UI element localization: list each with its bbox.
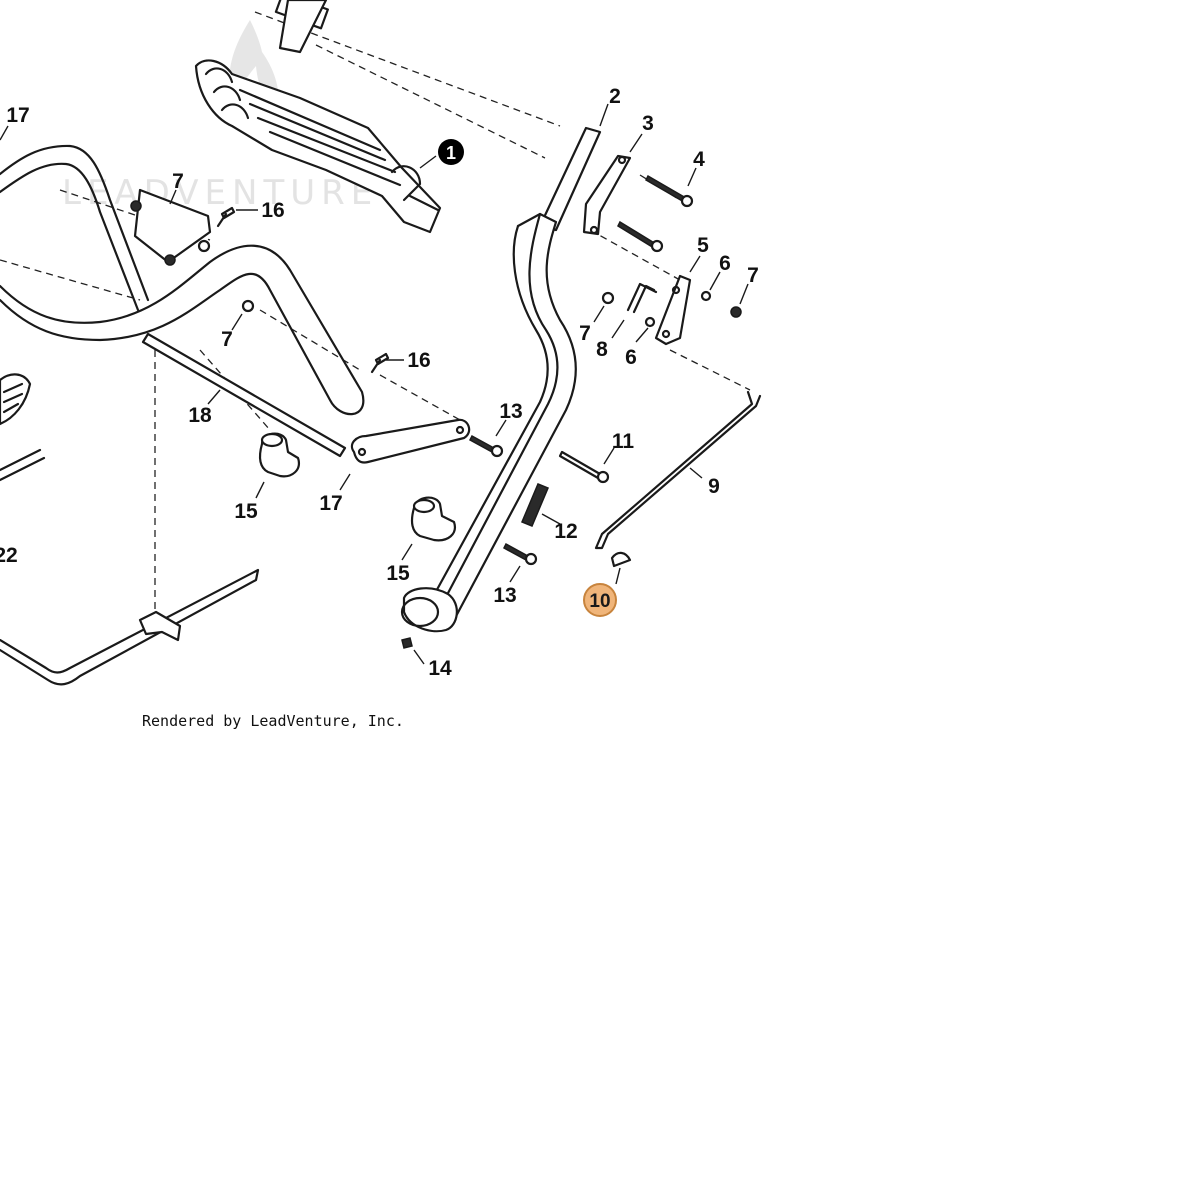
shift-rod-9 [594, 390, 762, 550]
plate-5 [654, 274, 692, 346]
callout-7d: 7 [747, 264, 759, 287]
callout-15b: 15 [386, 562, 410, 585]
bracket-3 [582, 154, 632, 236]
cotter-pin-10 [610, 551, 632, 568]
callout-16b: 16 [407, 349, 430, 372]
callout-18: 18 [188, 404, 212, 427]
callout-16a: 16 [261, 199, 284, 222]
callout-4: 4 [693, 148, 705, 171]
callout-3: 3 [642, 112, 654, 135]
callout-1: 1 [446, 143, 456, 163]
callout-10: 10 [589, 591, 610, 612]
callout-11: 11 [612, 430, 635, 453]
callout-6a: 6 [719, 252, 731, 275]
callout-14: 14 [428, 657, 452, 680]
link-bar [350, 418, 471, 464]
callout-9: 9 [708, 475, 720, 498]
callout-22: 22 [0, 544, 18, 567]
callout-17a: 17 [6, 104, 29, 127]
callout-12: 12 [554, 520, 577, 543]
callout-13b: 13 [493, 584, 516, 607]
handle-grip-assembly [194, 0, 442, 234]
lower-frame [0, 373, 260, 686]
callouts: 1 2 3 4 5 6 6 7 7 7 7 8 9 10 11 12 13 13… [0, 85, 759, 680]
watermark-text: LEADVENTURE [62, 173, 378, 213]
callout-2: 2 [609, 85, 621, 108]
rod [141, 332, 347, 458]
fasteners [130, 174, 742, 649]
alignment-lines [0, 11, 751, 610]
callout-15a: 15 [234, 500, 258, 523]
callout-7a: 7 [172, 170, 184, 193]
callout-17b: 17 [319, 492, 342, 515]
callout-7c: 7 [579, 322, 591, 345]
knob-left [258, 432, 300, 478]
callout-7b: 7 [221, 328, 233, 351]
callout-1-badge [438, 139, 464, 165]
l-bracket-8 [626, 282, 658, 314]
leader-lines [0, 103, 749, 665]
callout-5: 5 [697, 234, 709, 257]
callout-10-badge [583, 583, 617, 617]
callout-13a: 13 [499, 400, 522, 423]
callout-8: 8 [596, 338, 608, 361]
rendered-by-credit: Rendered by LeadVenture, Inc. [142, 712, 404, 730]
knob-right [410, 496, 456, 542]
callout-6b: 6 [625, 346, 637, 369]
upper-handle-frame [0, 144, 365, 416]
main-handle [400, 126, 602, 633]
